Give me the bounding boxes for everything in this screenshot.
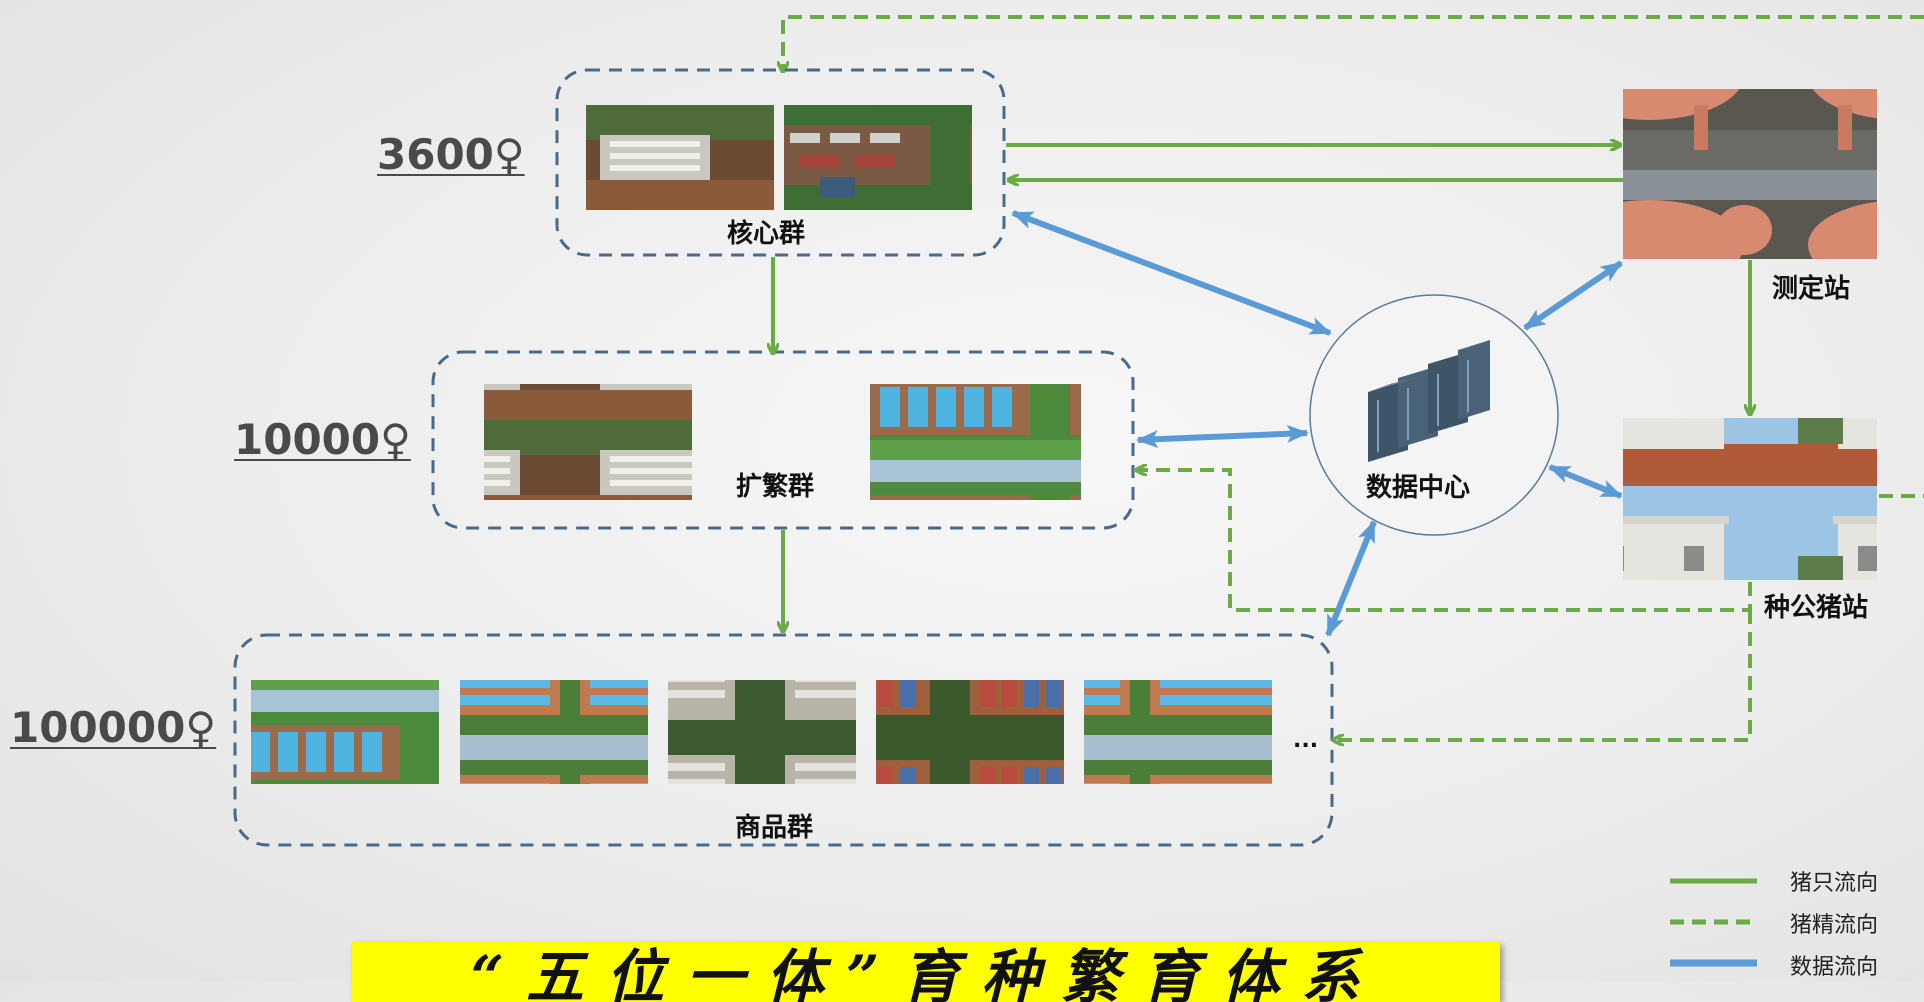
commercial-count-label: 100000♀ <box>10 703 217 752</box>
data-flow-test-station <box>1523 260 1623 331</box>
expand-farm-photo-1 <box>484 384 692 500</box>
core-group-box <box>555 68 1006 257</box>
semen-flow-top-line <box>783 15 1924 70</box>
boar-station-photo <box>1623 418 1877 580</box>
data-center-label: 数据中心 <box>1366 473 1471 503</box>
more-farms-ellipsis: ... <box>1293 728 1319 753</box>
legend-semen-flow-text: 猪精流向 <box>1790 913 1879 938</box>
commercial-farm-photo-2 <box>460 680 648 784</box>
commercial-farm-photo-4 <box>876 680 1064 784</box>
data-flow-core <box>1011 210 1332 336</box>
diagram-svg <box>233 15 1924 967</box>
core-farm-photo-2 <box>784 105 972 210</box>
commercial-farm-photo-1 <box>251 680 439 784</box>
test-station-label: 测定站 <box>1772 274 1851 304</box>
data-flow-commercial <box>1325 520 1377 637</box>
diagram-canvas: 3600♀ 10000♀ 100000♀ 核心群 扩繁群 商品群 数据中心 测定… <box>10 15 1924 1002</box>
expand-farm-photo-2 <box>870 384 1081 500</box>
expand-count-label: 10000♀ <box>234 415 411 464</box>
legend-data-flow-text: 数据流向 <box>1790 955 1879 980</box>
test-station-photo <box>1623 89 1877 259</box>
core-group-label: 核心群 <box>727 219 806 249</box>
data-flow-boar-station <box>1548 464 1623 499</box>
expand-group-box <box>431 350 1135 530</box>
commercial-farm-photo-3 <box>668 680 856 784</box>
server-icon <box>1368 340 1490 462</box>
commercial-group-label: 商品群 <box>735 813 814 843</box>
semen-flow-boar-to-commercial <box>1335 610 1752 740</box>
data-flow-expand <box>1136 424 1309 449</box>
core-farm-photo-1 <box>586 105 774 210</box>
expand-group-label: 扩繁群 <box>736 472 815 502</box>
legend-pig-flow-text: 猪只流向 <box>1790 871 1879 896</box>
title-text: “五位一体”育种繁育体系 <box>470 943 1382 1002</box>
boar-station-label: 种公猪站 <box>1764 593 1869 623</box>
title-banner: “五位一体”育种繁育体系 <box>352 942 1500 1002</box>
core-count-label: 3600♀ <box>377 130 525 179</box>
commercial-farm-photo-5 <box>1084 680 1272 784</box>
